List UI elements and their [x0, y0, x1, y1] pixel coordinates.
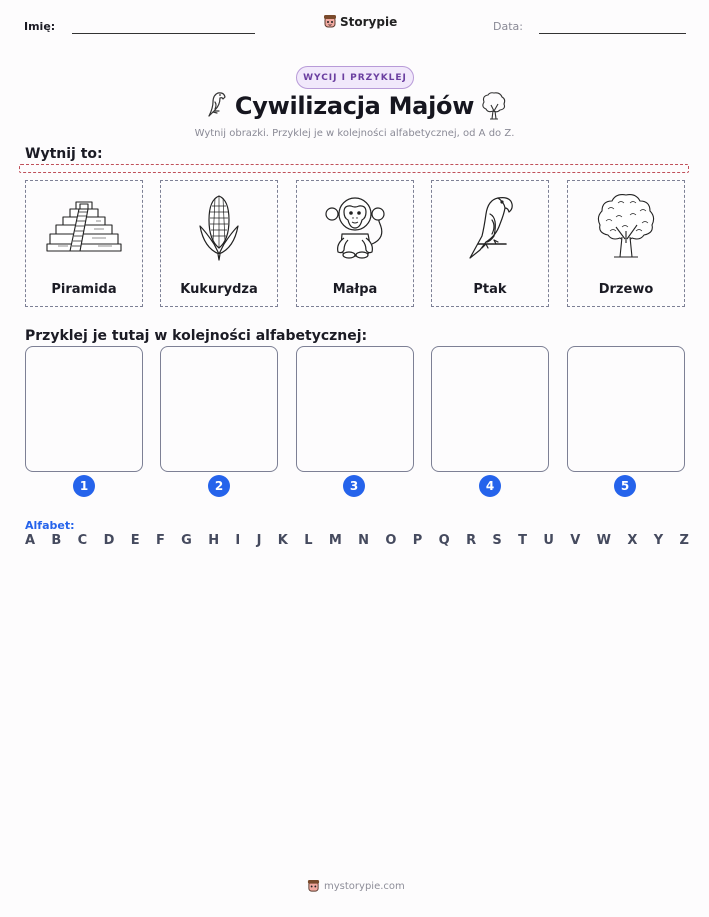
- footer-site: mystorypie.com: [324, 880, 405, 892]
- alphabet-letter: Z: [679, 533, 689, 548]
- slot-number-1: 1: [73, 475, 95, 497]
- corn-icon: [199, 195, 239, 261]
- tree-icon: [482, 92, 506, 120]
- card-label: Drzewo: [598, 282, 654, 297]
- alphabet-title: Alfabet:: [25, 519, 75, 532]
- alphabet-letter: U: [543, 533, 554, 548]
- slot-number-5: 5: [614, 475, 636, 497]
- cut-card-monkey[interactable]: Małpa: [296, 180, 414, 307]
- paste-slot-2[interactable]: [160, 346, 278, 472]
- page-title: Cywilizacja Majów: [234, 92, 475, 120]
- alphabet-letter: W: [596, 533, 612, 548]
- alphabet-letter: X: [627, 533, 638, 548]
- name-label: Imię:: [24, 20, 56, 33]
- parrot-icon: [208, 92, 226, 117]
- slot-number-2: 2: [208, 475, 230, 497]
- date-line[interactable]: [539, 33, 686, 34]
- card-label: Piramida: [51, 282, 117, 297]
- storypie-mascot-icon: [324, 15, 336, 28]
- alphabet-letter: R: [466, 533, 477, 548]
- cut-section-title: Wytnij to:: [25, 146, 103, 162]
- cut-card-corn[interactable]: Kukurydza: [160, 180, 278, 307]
- alphabet-letter: S: [492, 533, 502, 548]
- paste-slot-5[interactable]: [567, 346, 685, 472]
- card-label: Kukurydza: [180, 282, 258, 297]
- alphabet-letter: E: [130, 533, 140, 548]
- parrot-icon: [469, 197, 513, 259]
- card-label: Ptak: [473, 282, 507, 297]
- alphabet-letter: P: [412, 533, 423, 548]
- alphabet-letter: K: [277, 533, 288, 548]
- brand-logo: Storypie: [323, 14, 397, 29]
- monkey-icon: [325, 197, 385, 259]
- alphabet-letter: T: [518, 533, 528, 548]
- cut-guide-line: [19, 164, 689, 173]
- alphabet-letter: J: [256, 533, 262, 548]
- alphabet-letter: V: [570, 533, 581, 548]
- alphabet-letter: M: [328, 533, 342, 548]
- alphabet-row: A B C D E F G H I J K L M N O P Q R S T …: [25, 533, 689, 548]
- alphabet-letter: H: [208, 533, 220, 548]
- date-label: Data:: [493, 20, 523, 33]
- alphabet-letter: F: [155, 533, 165, 548]
- footer-brand[interactable]: mystorypie.com: [307, 879, 405, 893]
- alphabet-letter: I: [235, 533, 241, 548]
- alphabet-letter: Q: [438, 533, 450, 548]
- name-line[interactable]: [72, 33, 255, 34]
- alphabet-letter: C: [77, 533, 88, 548]
- slot-number-3: 3: [343, 475, 365, 497]
- paste-slot-4[interactable]: [431, 346, 549, 472]
- brand-name: Storypie: [340, 14, 398, 29]
- alphabet-letter: L: [304, 533, 313, 548]
- alphabet-letter: D: [103, 533, 115, 548]
- paste-section-title: Przyklej je tutaj w kolejności alfabetyc…: [25, 328, 368, 344]
- tree-icon: [597, 194, 655, 258]
- alphabet-letter: A: [25, 533, 36, 548]
- alphabet-letter: N: [358, 533, 370, 548]
- cut-card-pyramid[interactable]: Piramida: [25, 180, 143, 307]
- slot-number-4: 4: [479, 475, 501, 497]
- alphabet-letter: Y: [653, 533, 664, 548]
- activity-badge: WYCIJ I PRZYKLEJ: [296, 66, 414, 89]
- alphabet-letter: O: [385, 533, 397, 548]
- alphabet-letter: G: [181, 533, 192, 548]
- instructions: Wytnij obrazki. Przyklej je w kolejności…: [194, 128, 515, 139]
- card-label: Małpa: [332, 282, 378, 297]
- storypie-mascot-icon: [307, 879, 320, 892]
- paste-slot-3[interactable]: [296, 346, 414, 472]
- alphabet-letter: B: [51, 533, 62, 548]
- paste-slot-1[interactable]: [25, 346, 143, 472]
- cut-card-tree[interactable]: Drzewo: [567, 180, 685, 307]
- cut-card-parrot[interactable]: Ptak: [431, 180, 549, 307]
- pyramid-icon: [46, 201, 122, 252]
